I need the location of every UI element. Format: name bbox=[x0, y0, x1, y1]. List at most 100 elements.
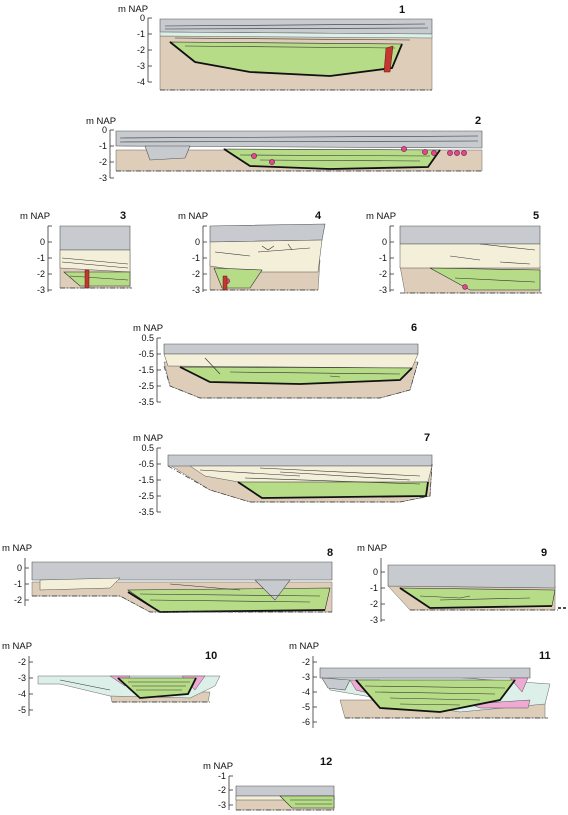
tick-label: 0 bbox=[40, 237, 45, 247]
tick-label: -4 bbox=[137, 77, 145, 87]
layer-lines bbox=[419, 595, 531, 601]
tick-label: -6 bbox=[302, 717, 310, 727]
grey-lens bbox=[321, 677, 351, 691]
depth-ticks bbox=[390, 225, 394, 291]
panel-number: 1 bbox=[399, 4, 405, 16]
depth-ticks bbox=[229, 775, 233, 806]
sample-point bbox=[447, 150, 453, 156]
channel-fill bbox=[63, 271, 131, 287]
panel-number: 4 bbox=[315, 210, 322, 222]
tick-label: -2 bbox=[99, 157, 107, 167]
cream-layer bbox=[399, 243, 541, 269]
tick-label: -1 bbox=[370, 583, 378, 593]
tick-label: -3.5 bbox=[138, 397, 154, 407]
top-layer bbox=[31, 561, 333, 581]
top-layer bbox=[235, 785, 335, 797]
section-base-line bbox=[32, 595, 332, 613]
channel-base bbox=[117, 677, 197, 699]
panel-number: 8 bbox=[327, 547, 333, 559]
tick-label: -2 bbox=[370, 599, 378, 609]
top-layer bbox=[209, 223, 326, 243]
panel-number: 9 bbox=[541, 547, 547, 559]
channel-base bbox=[179, 366, 413, 385]
depth-ticks bbox=[157, 337, 161, 403]
tick-label: -2.5 bbox=[138, 381, 154, 391]
depth-ticks bbox=[25, 567, 29, 601]
layer-lines bbox=[364, 685, 506, 706]
panel-1: m NAP 1 0 -1 -2 -3 -4 bbox=[118, 4, 433, 91]
layer-lines bbox=[139, 583, 321, 603]
wooden-post bbox=[222, 275, 228, 291]
channel-fill bbox=[279, 795, 335, 809]
pink-deposit bbox=[469, 699, 531, 709]
cream-layer bbox=[39, 577, 121, 591]
tick-label: -1 bbox=[192, 253, 200, 263]
panel-number: 2 bbox=[475, 115, 481, 127]
depth-ticks bbox=[313, 661, 317, 723]
sample-point bbox=[454, 150, 460, 156]
sample-point bbox=[251, 153, 257, 159]
tick-label: 0 bbox=[195, 237, 200, 247]
tick-label: -1 bbox=[379, 253, 387, 263]
grey-pocket bbox=[254, 579, 291, 601]
sample-point bbox=[401, 146, 407, 152]
tick-label: -2 bbox=[18, 657, 26, 667]
panel-number: 7 bbox=[424, 432, 430, 444]
tick-label: 0 bbox=[382, 237, 387, 247]
pale-band bbox=[159, 31, 433, 39]
tick-label: -2 bbox=[137, 45, 145, 55]
panel-number: 5 bbox=[533, 210, 539, 222]
tick-label: -3 bbox=[302, 672, 310, 682]
cream-layer bbox=[209, 239, 323, 273]
depth-ticks bbox=[48, 225, 52, 291]
section-base-line bbox=[163, 361, 419, 399]
tick-label: -5 bbox=[18, 705, 26, 715]
sample-points bbox=[251, 146, 467, 165]
axis-unit-label: m NAP bbox=[289, 641, 319, 652]
axis-unit-label: m NAP bbox=[178, 211, 208, 222]
tick-label: -4 bbox=[18, 689, 26, 699]
tick-label: -3 bbox=[18, 673, 26, 683]
tick-label: -4 bbox=[302, 687, 310, 697]
channel-base bbox=[355, 679, 516, 713]
channel-base bbox=[169, 41, 403, 77]
cream-layer bbox=[163, 353, 419, 369]
top-layer bbox=[167, 454, 433, 467]
tick-label: 0 bbox=[17, 563, 22, 573]
panel-10: m NAP 10 -2 -3 -4 -5 bbox=[2, 641, 221, 716]
tick-label: -3 bbox=[137, 61, 145, 71]
tick-label: 0.5 bbox=[141, 443, 154, 453]
layer-lines bbox=[61, 257, 129, 281]
panel-9: m NAP 9 0 -1 -2 -3 bbox=[357, 543, 566, 625]
wooden-post bbox=[84, 269, 90, 289]
sample-point bbox=[462, 284, 468, 290]
tick-label: -3.5 bbox=[138, 507, 154, 517]
axis-unit-label: m NAP bbox=[20, 211, 50, 222]
axis-unit-label: m NAP bbox=[366, 211, 396, 222]
tick-label: -1.5 bbox=[138, 475, 154, 485]
axis-unit-label: m NAP bbox=[133, 433, 163, 444]
axis-unit-label: m NAP bbox=[2, 641, 32, 652]
tick-label: -0.5 bbox=[138, 349, 154, 359]
axis-unit-label: m NAP bbox=[203, 761, 233, 772]
layer-lines bbox=[199, 467, 421, 485]
tick-label: -1 bbox=[99, 141, 107, 151]
top-layer bbox=[387, 564, 556, 589]
tick-label: -1 bbox=[137, 29, 145, 39]
layer-lines bbox=[204, 357, 401, 378]
tick-label: -3 bbox=[379, 285, 387, 295]
layer-lines bbox=[290, 799, 332, 805]
layer-lines bbox=[449, 243, 536, 283]
depth-ticks bbox=[157, 447, 161, 513]
wooden-post bbox=[383, 45, 394, 73]
panel-8: m NAP 8 0 -1 -2 bbox=[2, 543, 333, 613]
top-layer bbox=[59, 225, 131, 251]
channel-base bbox=[223, 148, 441, 170]
panel-3: m NAP 3 0 -1 -2 -3 bbox=[20, 210, 132, 295]
tick-label: -2.5 bbox=[138, 491, 154, 501]
tick-label: -0.5 bbox=[138, 459, 154, 469]
channel-base bbox=[399, 587, 553, 609]
tick-label: -3 bbox=[99, 173, 107, 183]
tick-label: -2 bbox=[379, 269, 387, 279]
